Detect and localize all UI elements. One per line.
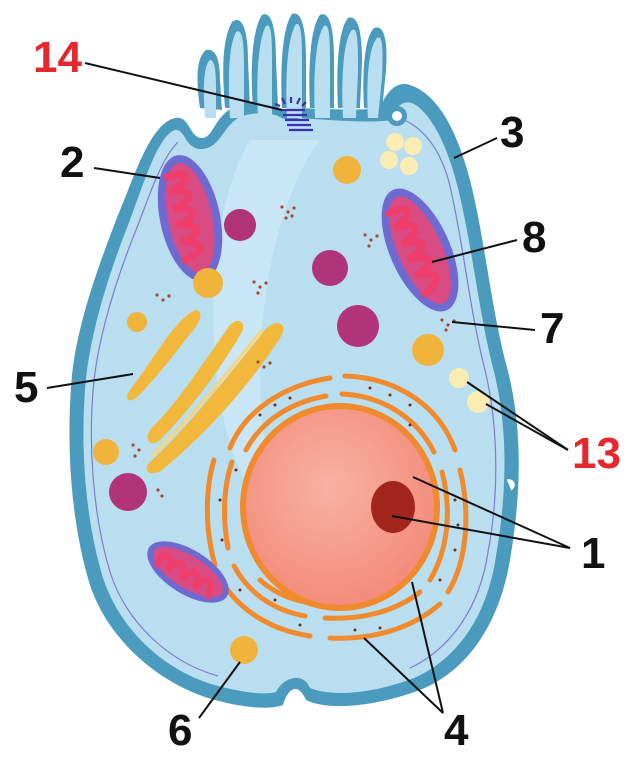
label-3: 3 bbox=[500, 108, 524, 157]
lysosome bbox=[337, 305, 379, 347]
label-4: 4 bbox=[444, 706, 469, 755]
pale-vesicle bbox=[386, 133, 404, 151]
lysosome bbox=[312, 250, 348, 286]
nucleus bbox=[240, 403, 440, 611]
label-1: 1 bbox=[581, 529, 605, 578]
vesicle bbox=[230, 636, 258, 664]
vesicle bbox=[93, 439, 119, 465]
label-7: 7 bbox=[540, 304, 564, 353]
pale-vesicle bbox=[449, 368, 469, 388]
label-14: 14 bbox=[33, 33, 82, 82]
leader-line-3 bbox=[454, 138, 497, 158]
pale-vesicle bbox=[404, 137, 422, 155]
label-6: 6 bbox=[168, 706, 192, 755]
vesicle bbox=[193, 268, 223, 298]
label-8: 8 bbox=[522, 213, 546, 262]
lysosome bbox=[109, 473, 147, 511]
pale-vesicle bbox=[380, 151, 398, 169]
pale-vesicle bbox=[400, 157, 418, 175]
lysosome bbox=[224, 209, 256, 241]
vesicle bbox=[412, 334, 444, 366]
vesicle bbox=[333, 156, 361, 184]
label-5: 5 bbox=[14, 363, 38, 412]
label-2: 2 bbox=[60, 138, 84, 187]
nucleolus bbox=[371, 481, 415, 533]
label-13: 13 bbox=[572, 429, 621, 478]
vesicle bbox=[127, 312, 147, 332]
